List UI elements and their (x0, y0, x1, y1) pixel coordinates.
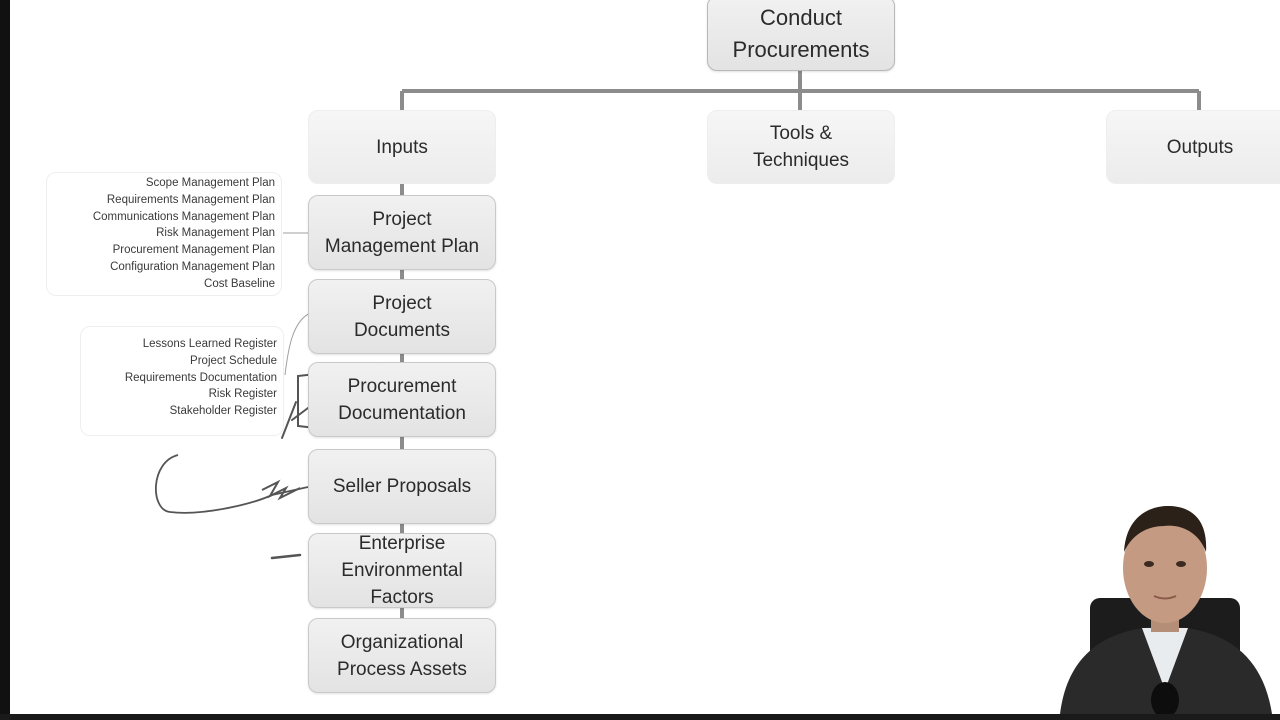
callout-item: Procurement Management Plan (112, 244, 275, 257)
callout-item: Requirements Documentation (124, 371, 277, 384)
presenter-video-overlay (1060, 506, 1272, 714)
root-node-conduct-procurements: Conduct Procurements (707, 0, 895, 71)
ink-bracket-procurement (297, 373, 317, 429)
callout-item: Requirements Management Plan (106, 193, 275, 206)
bottom-edge-bar (0, 714, 1280, 720)
input-label: Seller Proposals (332, 476, 472, 497)
input-label: Project Management Plan (324, 208, 480, 257)
category-label-inputs: Inputs (376, 136, 428, 158)
input-node-organizational-process-assets: Organizational Process Assets (308, 618, 496, 693)
presenter-hair (1124, 506, 1207, 552)
presenter-face (1123, 513, 1207, 623)
ink-scribble-seller (261, 479, 301, 501)
presenter-mouth (1153, 595, 1177, 600)
input-node-project-management-plan: Project Management Plan (308, 195, 496, 270)
input-label: Procurement Documentation (338, 375, 466, 424)
callout-item: Communications Management Plan (92, 210, 275, 223)
callout-item: Risk Register (208, 388, 277, 401)
presenter-left-eye (1144, 561, 1154, 567)
input-node-seller-proposals: Seller Proposals (308, 449, 496, 524)
callout-item: Scope Management Plan (145, 177, 275, 189)
callout-item: Risk Management Plan (156, 227, 275, 240)
input-label: Enterprise Environmental Factors (341, 533, 463, 608)
callout-item: Cost Baseline (204, 277, 275, 290)
microphone (1151, 682, 1179, 714)
callout-item: Configuration Management Plan (110, 260, 275, 273)
callout-item: Project Schedule (190, 354, 277, 367)
input-node-project-documents: Project Documents (308, 279, 496, 354)
input-label: Organizational Process Assets (337, 631, 467, 680)
project-docs-callout-arrow (284, 312, 311, 376)
category-node-outputs: Outputs (1106, 110, 1280, 184)
input-node-procurement-documentation: Procurement Documentation (308, 362, 496, 437)
category-node-inputs: Inputs (308, 110, 496, 184)
ink-mark-eef (270, 553, 302, 560)
project-documents-components-callout: Lessons Learned Register Project Schedul… (80, 326, 284, 436)
ink-loop-seller (155, 454, 309, 514)
category-label-outputs: Outputs (1166, 136, 1234, 158)
root-node-label: Conduct Procurements (732, 4, 870, 62)
callout-item: Stakeholder Register (169, 405, 277, 418)
callout-item: Lessons Learned Register (142, 338, 277, 350)
pm-plan-components-callout: Scope Management Plan Requirements Manag… (46, 172, 282, 296)
presenter-right-eye (1176, 561, 1186, 567)
category-label-tools-techniques: Tools & Techniques (752, 123, 850, 171)
input-label: Project Documents (353, 292, 451, 341)
presenter-shirt (1142, 628, 1188, 690)
input-node-enterprise-environmental-factors: Enterprise Environmental Factors (308, 533, 496, 608)
category-node-tools-techniques: Tools & Techniques (707, 110, 895, 184)
slide-canvas: Conduct Procurements Inputs Tools & Tech… (10, 0, 1280, 714)
